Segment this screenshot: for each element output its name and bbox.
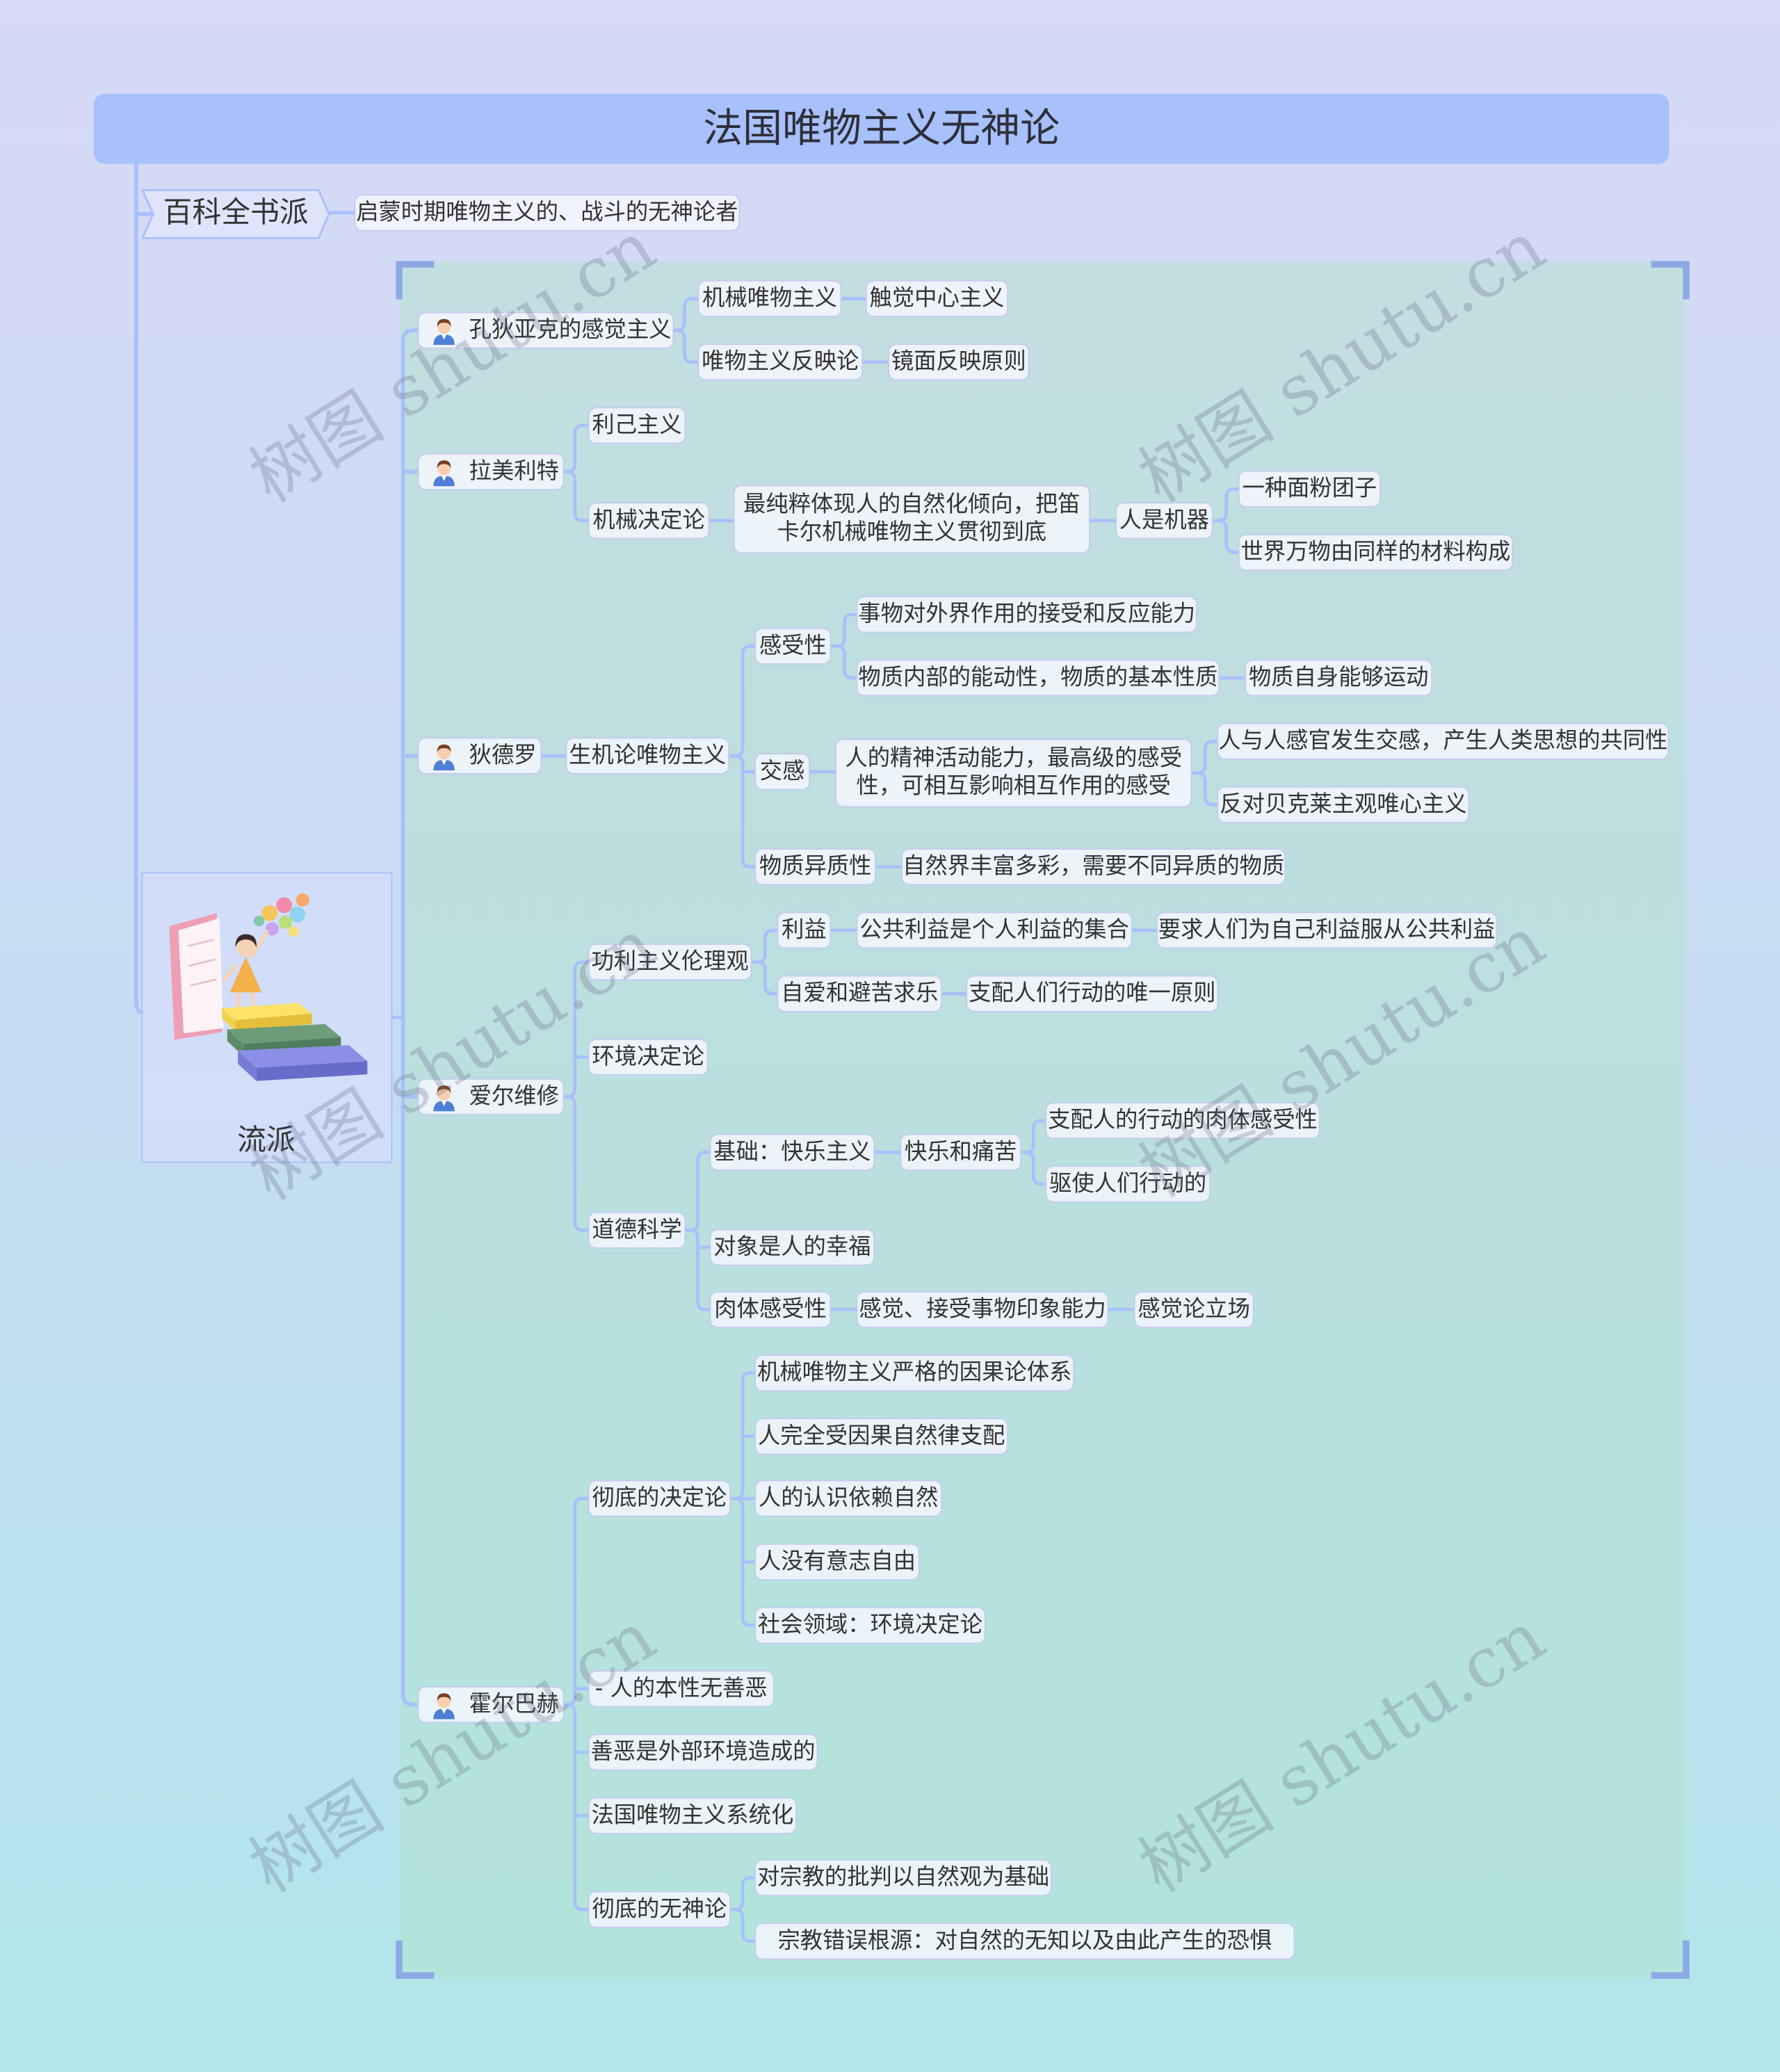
diderot-subtopic: 交感 <box>754 753 810 790</box>
helvetius-subtopic: 利益 <box>777 912 832 948</box>
holbach-topic: - 人的本性无善恶 <box>588 1670 775 1707</box>
lamettrie-topic: 机械决定论 <box>588 502 710 539</box>
holbach-topic: 彻底的无神论 <box>588 1891 731 1928</box>
helvetius-subtopic: 驱使人们行动的 <box>1045 1165 1211 1202</box>
person-avatar-icon <box>430 1083 459 1112</box>
diderot-subtopic: 感受性 <box>754 628 831 665</box>
person-node-lamettrie: 拉美利特 <box>418 453 565 490</box>
diderot-subtopic: 自然界丰富多彩，需要不同异质的物质 <box>901 848 1286 885</box>
diderot-subtopic: 物质异质性 <box>754 848 876 885</box>
person-avatar-icon <box>430 316 459 345</box>
diderot-topic: 生机论唯物主义 <box>565 737 729 774</box>
holbach-topic: 法国唯物主义系统化 <box>588 1797 797 1834</box>
encyclopedists-label: 百科全书派 <box>141 189 330 239</box>
lamettrie-topic: 利己主义 <box>588 407 686 444</box>
diderot-subtopic: 人的精神活动能力，最高级的感受性，可相互影响相互作用的感受 <box>835 738 1192 807</box>
encyclopedists-tag: 百科全书派 <box>141 189 330 239</box>
lamettrie-subtopic: 世界万物由同样的材料构成 <box>1238 534 1513 571</box>
diderot-subtopic: 物质内部的能动性，物质的基本性质 <box>857 659 1220 696</box>
holbach-subtopic: 宗教错误根源：对自然的无知以及由此产生的恐惧 <box>754 1923 1295 1959</box>
condillac-subtopic: 触觉中心主义 <box>866 280 1008 317</box>
person-avatar-icon <box>430 741 459 770</box>
holbach-subtopic: 人完全受因果自然律支配 <box>754 1418 1008 1455</box>
helvetius-subtopic: 基础：快乐主义 <box>710 1134 875 1171</box>
lamettrie-subtopic: 最纯粹体现人的自然化倾向，把笛卡尔机械唯物主义贯彻到底 <box>734 485 1090 553</box>
diderot-subtopic: 反对贝克莱主观唯心主义 <box>1217 786 1469 823</box>
holbach-topic: 彻底的决定论 <box>588 1480 731 1517</box>
person-node-diderot: 狄德罗 <box>418 737 542 774</box>
helvetius-subtopic: 感觉、接受事物印象能力 <box>857 1291 1109 1328</box>
helvetius-subtopic: 自爱和避苦求乐 <box>777 976 943 1012</box>
helvetius-subtopic: 肉体感受性 <box>710 1291 832 1328</box>
person-node-label: 爱尔维修 <box>469 1080 559 1114</box>
person-node-helvetius: 爱尔维修 <box>418 1078 565 1115</box>
helvetius-subtopic: 支配人们行动的唯一原则 <box>966 976 1218 1012</box>
holbach-subtopic: 人没有意志自由 <box>754 1544 920 1580</box>
schools-card: 流派 <box>141 872 392 1163</box>
schools-label: 流派 <box>143 1117 389 1159</box>
condillac-topic: 唯物主义反映论 <box>697 343 863 380</box>
person-node-condillac: 孔狄亚克的感觉主义 <box>418 312 674 349</box>
helvetius-subtopic: 公共利益是个人利益的集合 <box>857 912 1133 948</box>
person-avatar-icon <box>430 1690 459 1719</box>
helvetius-subtopic: 快乐和痛苦 <box>900 1134 1021 1171</box>
helvetius-subtopic: 对象是人的幸福 <box>710 1229 875 1265</box>
holbach-subtopic: 人的认识依赖自然 <box>754 1480 942 1517</box>
holbach-subtopic: 社会领域：环境决定论 <box>754 1607 986 1644</box>
encyclopedists-description: 启蒙时期唯物主义的、战斗的无神论者 <box>354 194 740 231</box>
helvetius-subtopic: 要求人们为自己利益服从公共利益 <box>1156 912 1497 948</box>
diderot-subtopic: 人与人感官发生交感，产生人类思想的共同性 <box>1217 723 1669 760</box>
mindmap-title: 法国唯物主义无神论 <box>94 94 1669 164</box>
diderot-subtopic: 事物对外界作用的接受和反应能力 <box>857 596 1197 633</box>
person-node-label: 霍尔巴赫 <box>469 1687 559 1722</box>
lamettrie-subtopic: 人是机器 <box>1115 502 1213 539</box>
person-avatar-icon <box>430 458 459 487</box>
helvetius-topic: 环境决定论 <box>588 1039 709 1076</box>
helvetius-subtopic: 支配人的行动的肉体感受性 <box>1045 1102 1320 1139</box>
person-node-holbach: 霍尔巴赫 <box>418 1686 565 1723</box>
condillac-subtopic: 镜面反映原则 <box>888 343 1029 380</box>
person-node-label: 拉美利特 <box>469 455 559 489</box>
books-illustration <box>143 873 394 1105</box>
holbach-subtopic: 对宗教的批判以自然观为基础 <box>754 1859 1052 1896</box>
helvetius-topic: 道德科学 <box>588 1212 686 1249</box>
person-node-label: 狄德罗 <box>469 738 537 772</box>
holbach-subtopic: 机械唯物主义严格的因果论体系 <box>754 1354 1074 1391</box>
condillac-topic: 机械唯物主义 <box>697 280 841 317</box>
diderot-subtopic: 物质自身能够运动 <box>1245 659 1432 696</box>
helvetius-topic: 功利主义伦理观 <box>588 944 752 980</box>
helvetius-subtopic: 感觉论立场 <box>1134 1291 1254 1328</box>
holbach-topic: 善恶是外部环境造成的 <box>588 1733 818 1770</box>
lamettrie-subtopic: 一种面粉团子 <box>1238 471 1381 508</box>
person-node-label: 孔狄亚克的感觉主义 <box>469 313 672 347</box>
